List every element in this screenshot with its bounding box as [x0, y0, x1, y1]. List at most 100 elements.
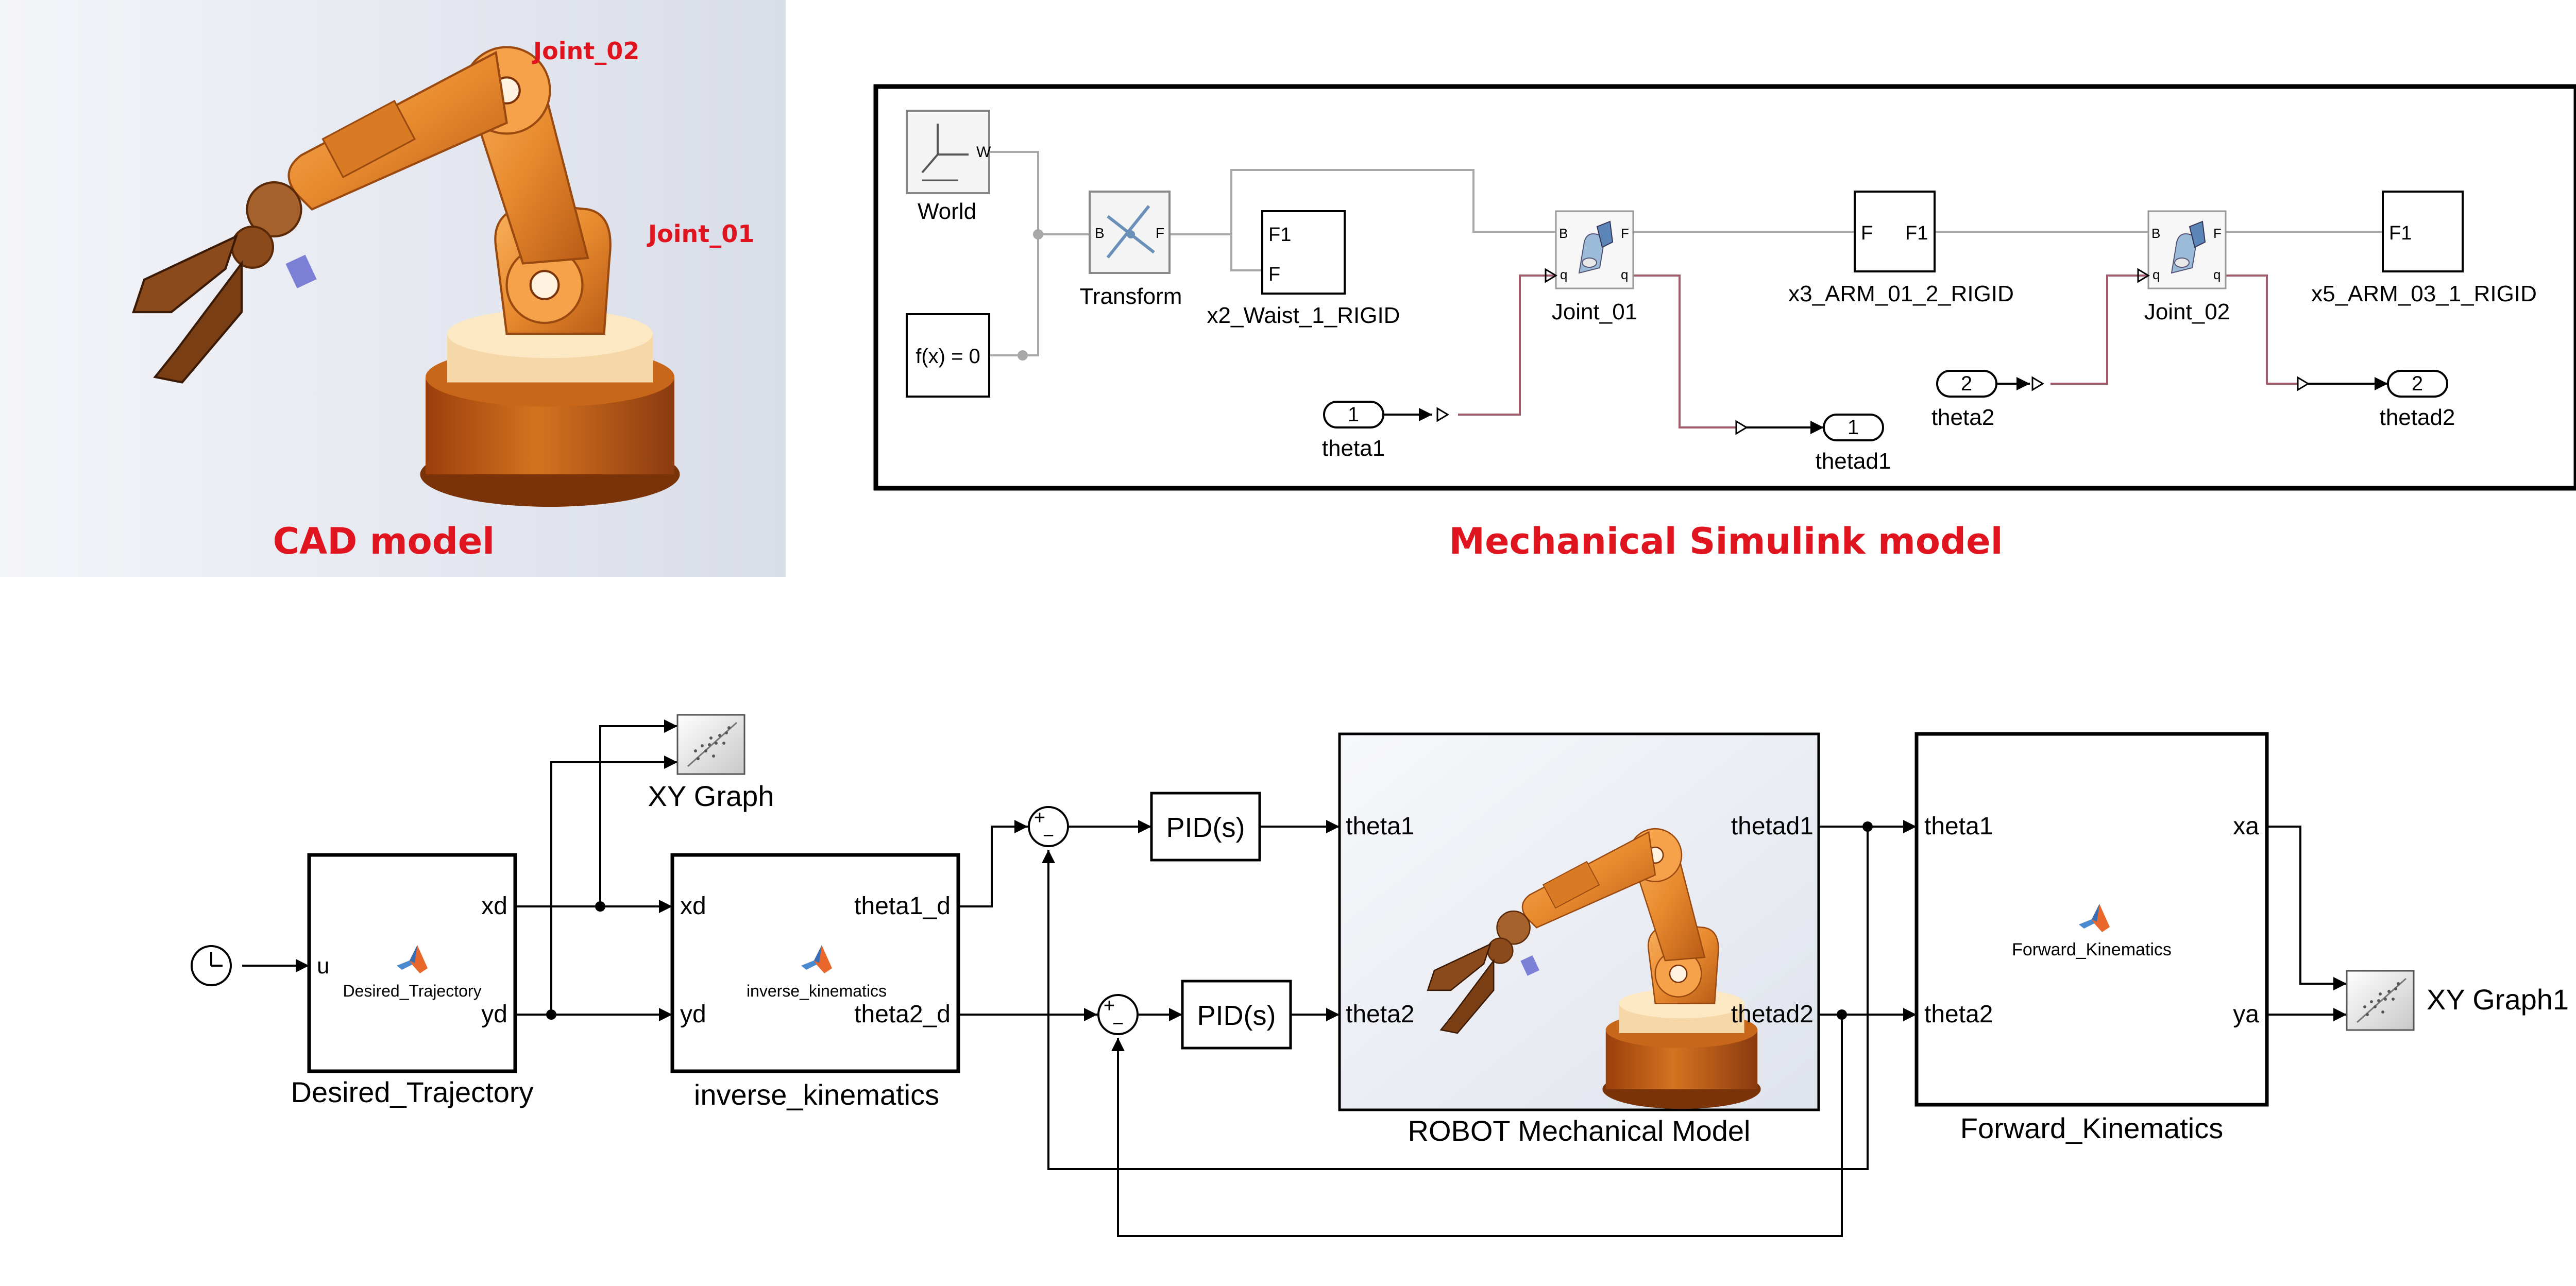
outport-thetad2-label: thetad2 [2380, 405, 2455, 430]
joint-02-port-f: F [2213, 226, 2222, 241]
transform-block[interactable]: B F [1089, 191, 1171, 274]
sum-1-minus: − [1043, 825, 1054, 847]
forward-kinematics-block[interactable]: theta1 theta2 xa ya Forward_Kinematics [1914, 732, 2269, 1107]
fk-in-theta1: theta1 [1924, 813, 1993, 840]
pid-block-2[interactable]: PID(s) [1181, 980, 1292, 1050]
joint-01-port-b: B [1559, 226, 1568, 241]
fk-inner-name: Forward_Kinematics [2012, 940, 2172, 959]
cad-background [0, 0, 786, 577]
sum-1-plus: + [1034, 807, 1045, 829]
cad-caption: CAD model [273, 520, 495, 562]
world-label: World [918, 199, 976, 224]
waist-rigid-label: x2_Waist_1_RIGID [1207, 303, 1400, 328]
outport-thetad2[interactable]: 2 [2387, 370, 2448, 398]
sum-block-2[interactable]: + − [1097, 994, 1139, 1035]
control-junctions [546, 821, 1873, 1020]
inverse-kinematics-block[interactable]: xd yd theta1_d theta2_d inverse_kinemati… [670, 853, 960, 1073]
arm-01-rigid-block[interactable]: F F1 [1854, 191, 1936, 272]
transform-port-b: B [1095, 225, 1105, 241]
desired-trajectory-in-u: u [317, 953, 329, 979]
cad-panel: Joint_02 Joint_01 [0, 0, 786, 577]
arm-03-port-f1: F1 [2389, 222, 2412, 244]
clock-block[interactable] [191, 945, 232, 986]
sum-block-1[interactable]: + − [1028, 806, 1069, 847]
fk-in-theta2: theta2 [1924, 1001, 1993, 1028]
pid-block-1[interactable]: PID(s) [1150, 792, 1261, 862]
mech-wire-junctions [1018, 229, 1043, 361]
arm-03-rigid-block[interactable]: F1 [2382, 191, 2464, 272]
ik-in-xd: xd [680, 893, 706, 920]
xy-graph1-block[interactable] [2346, 970, 2415, 1031]
pid-1-label: PID(s) [1166, 812, 1245, 843]
waist-rigid-block[interactable]: F1 F [1261, 210, 1346, 295]
outport-thetad1-number: 1 [1848, 416, 1859, 439]
joint-02-label: Joint_02 [2144, 299, 2230, 324]
arm-01-port-f: F [1861, 222, 1873, 244]
outport-thetad2-number: 2 [2412, 372, 2423, 395]
desired-trajectory-block[interactable]: u xd yd Desired_Trajectory [307, 853, 517, 1073]
outport-thetad1[interactable]: 1 [1823, 414, 1884, 441]
mech-physical-wires [989, 151, 2383, 356]
mech-converters [1436, 268, 2310, 435]
joint-01-port-q-left: q [1560, 267, 1567, 282]
joint-01-port-f: F [1621, 226, 1629, 241]
mech-frame [873, 84, 2576, 491]
joint-02-port-b: B [2151, 226, 2160, 241]
world-port-label: W [976, 144, 991, 161]
joint-02-port-q-left: q [2153, 267, 2160, 282]
cad-label-joint-01: Joint_01 [647, 220, 754, 248]
fk-out-xa: xa [2233, 813, 2259, 840]
robot-out-thetad1: thetad1 [1731, 813, 1814, 840]
joint-01-label: Joint_01 [1552, 299, 1637, 324]
mech-signal-wires [1458, 275, 2298, 428]
waist-port-f1: F1 [1268, 224, 1291, 246]
robot-out-thetad2: thetad2 [1731, 1001, 1814, 1028]
desired-trajectory-inner-name: Desired_Trajectory [343, 982, 481, 1000]
desired-trajectory-out-yd: yd [481, 1001, 507, 1028]
sum-2-plus: + [1104, 995, 1115, 1017]
xy-graph-label: XY Graph [648, 780, 774, 812]
mech-caption: Mechanical Simulink model [1449, 520, 2003, 562]
ik-out-theta1-d: theta1_d [854, 893, 951, 920]
joint-02-block[interactable]: B F q q [2147, 210, 2227, 289]
outport-thetad1-label: thetad1 [1816, 449, 1891, 474]
mech-panel: W World f(x) = 0 B F Transform F1 F x2_W… [873, 84, 2576, 491]
solver-config-block[interactable]: f(x) = 0 [906, 313, 990, 398]
ik-in-yd: yd [680, 1001, 706, 1028]
inport-theta1-number: 1 [1348, 403, 1359, 426]
waist-port-f: F [1268, 264, 1280, 285]
control-diagram: XY Graph u xd yd Desired_Trajectory Desi… [191, 714, 2569, 1237]
xy-graph-block[interactable] [676, 714, 745, 775]
pid-2-label: PID(s) [1197, 1000, 1276, 1031]
xy-graph1-label: XY Graph1 [2427, 983, 2569, 1016]
inport-theta2-label: theta2 [1931, 405, 1994, 430]
inport-theta2[interactable]: 2 [1936, 370, 1997, 398]
robot-in-theta2: theta2 [1346, 1001, 1414, 1028]
fk-out-ya: ya [2233, 1001, 2259, 1028]
joint-02-port-q-right: q [2213, 267, 2221, 282]
inport-theta1[interactable]: 1 [1323, 401, 1384, 428]
arm-01-port-f1: F1 [1905, 222, 1928, 244]
world-block[interactable]: W [906, 110, 991, 194]
arm-01-rigid-label: x3_ARM_01_2_RIGID [1788, 281, 2014, 306]
sum-2-minus: − [1112, 1013, 1124, 1035]
joint-01-block[interactable]: B F q q [1555, 210, 1634, 289]
robot-in-theta1: theta1 [1346, 813, 1414, 840]
forward-kinematics-label: Forward_Kinematics [1960, 1112, 2223, 1144]
transform-label: Transform [1080, 284, 1182, 309]
control-wires [242, 719, 2347, 1237]
joint-01-port-q-right: q [1621, 267, 1628, 282]
mech-signal-arrows [1383, 377, 2388, 434]
robot-mechanical-model-block[interactable]: theta1 theta2 thetad1 thetad2 [1338, 732, 1820, 1111]
cad-label-joint-02: Joint_02 [532, 37, 639, 65]
arm-03-rigid-label: x5_ARM_03_1_RIGID [2311, 281, 2537, 306]
inport-theta1-label: theta1 [1322, 436, 1385, 461]
ik-out-theta2-d: theta2_d [854, 1001, 951, 1028]
desired-trajectory-label: Desired_Trajectory [291, 1076, 534, 1108]
solver-config-text: f(x) = 0 [916, 345, 980, 368]
inport-theta2-number: 2 [1961, 372, 1972, 395]
robot-mechanical-model-label: ROBOT Mechanical Model [1408, 1114, 1751, 1147]
desired-trajectory-out-xd: xd [481, 893, 507, 920]
ik-inner-name: inverse_kinematics [747, 982, 887, 1000]
